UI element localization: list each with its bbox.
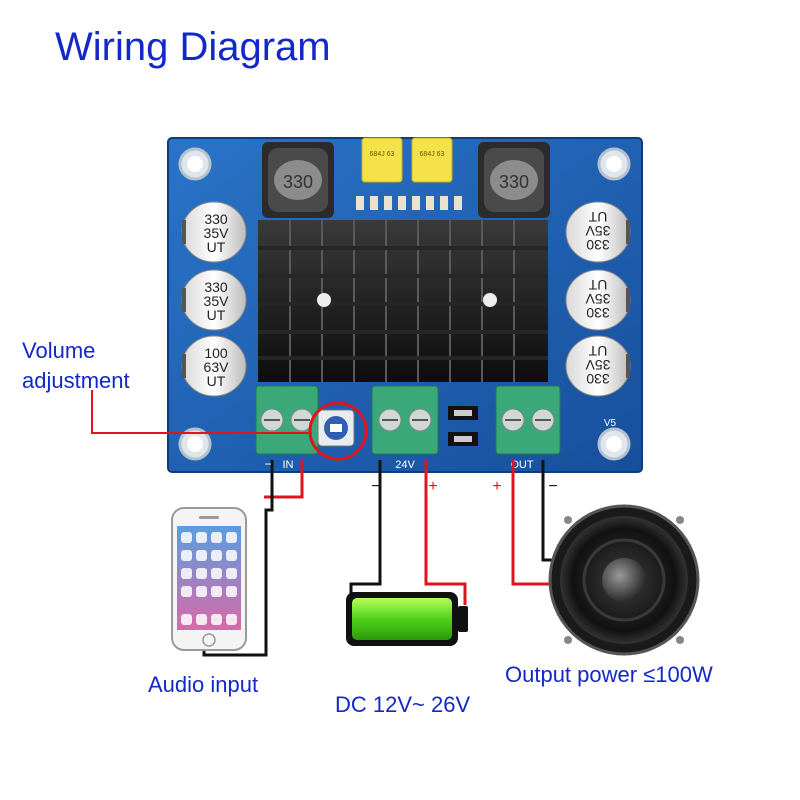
capacitor-left-3: 100 63V UT (181, 335, 247, 397)
film-cap-left: 684J 63 (361, 137, 403, 183)
cap-left-2-l2: 35V (204, 293, 230, 309)
capacitor-right-2: 330 35V UT (565, 269, 631, 331)
cap-right-1-l1: 330 (586, 237, 610, 253)
cap-right-2-l2: 35V (585, 291, 611, 307)
silk-label-24v: 24V (395, 459, 415, 471)
inductor-right-label: 330 (499, 172, 529, 192)
inductor-left: 330 (262, 142, 334, 218)
terminal-block-output (495, 385, 561, 455)
cap-right-1-l3: UT (588, 209, 607, 225)
cap-left-3-l1: 100 (204, 345, 228, 361)
film-cap-right-label: 684J 63 (420, 151, 445, 158)
film-cap-left-label: 684J 63 (370, 151, 395, 158)
diagram-title: Wiring Diagram (55, 25, 331, 69)
cap-left-1-l2: 35V (204, 225, 230, 241)
inductor-left-label: 330 (283, 172, 313, 192)
phone-icon (171, 507, 247, 651)
capacitor-right-1: 330 35V UT (565, 201, 631, 263)
cap-right-1-l2: 35V (585, 223, 611, 239)
wires (91, 390, 600, 657)
cap-right-3-l3: UT (588, 343, 607, 359)
film-cap-right: 684J 63 (411, 137, 453, 183)
cap-left-3-l2: 63V (204, 359, 230, 375)
potentiometer (317, 409, 355, 447)
smd-components (356, 196, 462, 210)
polarity-power-plus: + (428, 478, 437, 495)
audio-wire-black (202, 460, 274, 657)
cap-left-3-l3: UT (207, 373, 226, 389)
silk-label-in: IN (283, 459, 294, 471)
capacitor-left-2: 330 35V UT (181, 269, 247, 331)
potentiometer-highlight (308, 401, 368, 461)
output-power-label: Output power ≤100W (505, 662, 713, 687)
cap-left-1-l3: UT (207, 239, 226, 255)
capacitor-left-1: 330 35V UT (181, 201, 247, 263)
heatsink-screw-left (317, 293, 331, 307)
silk-label-v5: V5 (604, 418, 617, 429)
jumper-pins (448, 406, 478, 446)
cap-right-3-l1: 330 (586, 371, 610, 387)
cap-right-2-l1: 330 (586, 305, 610, 321)
volume-pointer-line (91, 390, 312, 434)
inductor-right: 330 (478, 142, 550, 218)
heatsink (258, 220, 548, 382)
cap-left-1-l1: 330 (204, 211, 228, 227)
terminal-block-input (255, 385, 319, 455)
cap-left-2-l3: UT (207, 307, 226, 323)
speaker-icon (548, 504, 700, 656)
silk-label-out: OUT (510, 459, 534, 471)
polarity-out-minus: − (548, 478, 557, 495)
audio-input-label: Audio input (148, 672, 258, 697)
volume-label-line1: Volume (22, 338, 95, 363)
polarity-power-minus: − (371, 478, 380, 495)
power-wire-red (424, 460, 467, 605)
battery-icon (346, 592, 468, 646)
dc-supply-label: DC 12V~ 26V (335, 692, 470, 717)
volume-label-line2: adjustment (22, 368, 130, 393)
cap-right-2-l3: UT (588, 277, 607, 293)
cap-left-2-l1: 330 (204, 279, 228, 295)
heatsink-screw-right (483, 293, 497, 307)
cap-right-3-l2: 35V (585, 357, 611, 373)
polarity-out-plus: + (492, 478, 501, 495)
power-wire-black (349, 460, 382, 600)
terminal-block-power (371, 385, 439, 455)
amplifier-board: 330 330 684J 63 684J 63 (167, 137, 643, 473)
capacitor-right-3: 330 35V UT (565, 335, 631, 397)
polarity-in-minus: − (264, 457, 271, 471)
mounting-holes (178, 147, 631, 461)
audio-wire-red (264, 460, 304, 499)
